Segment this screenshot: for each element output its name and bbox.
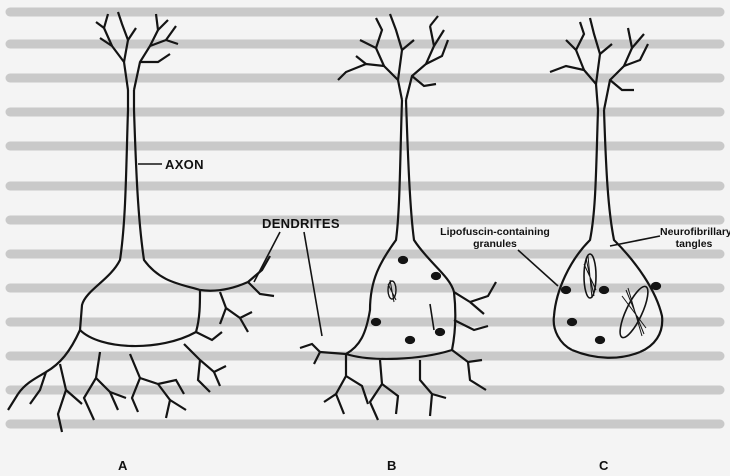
neuron-a-dendrites — [8, 256, 274, 432]
neuron-b-dendrites — [300, 282, 496, 420]
panel-label-c: C — [599, 458, 608, 473]
axon-label: AXON — [165, 157, 204, 172]
background-bleed-text — [10, 12, 720, 424]
panel-label-a: A — [118, 458, 127, 473]
tangles-pointer — [610, 236, 660, 246]
neurofibrillary-label: Neurofibrillary tangles — [660, 226, 728, 250]
panel-label-b: B — [387, 458, 396, 473]
lipofuscin-label: Lipofuscin-containing granules — [440, 226, 550, 250]
neuron-b-top-branches — [338, 14, 448, 100]
neuron-c-top-branches — [550, 18, 648, 110]
dendrites-label: DENDRITES — [262, 216, 340, 231]
